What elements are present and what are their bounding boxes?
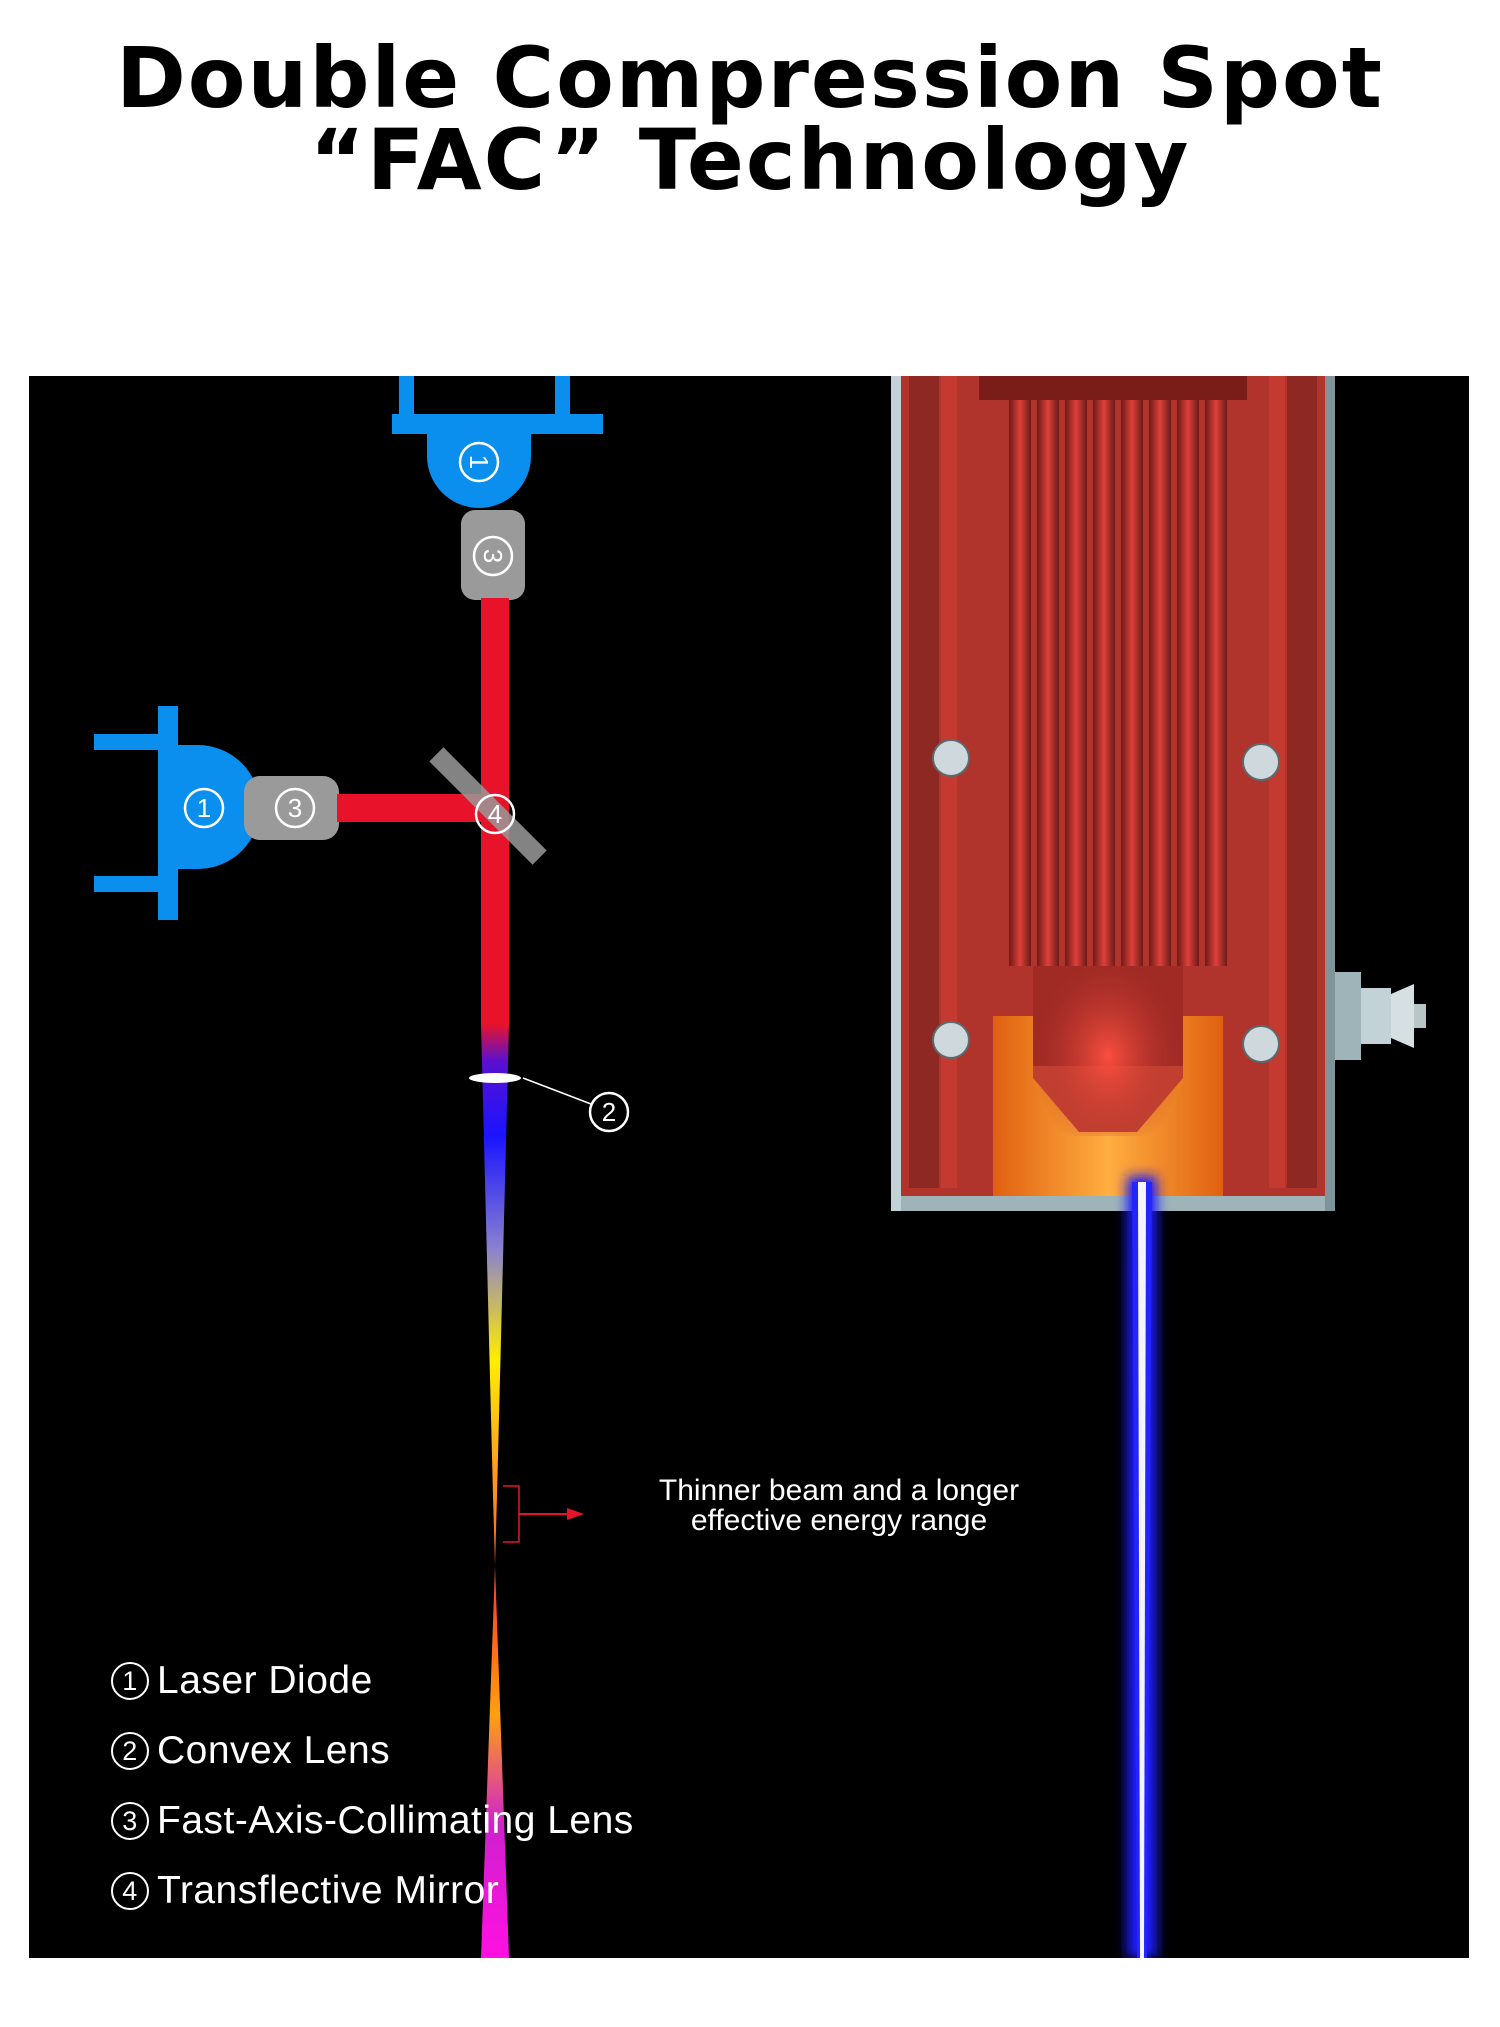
label-circle-3-left: 3	[274, 787, 316, 829]
label-circle-4: 4	[474, 793, 516, 835]
svg-text:4: 4	[488, 799, 502, 829]
transflective-mirror	[429, 747, 547, 865]
legend-number: 4	[111, 1872, 149, 1910]
page-title-line2: “FAC” Technology	[309, 111, 1191, 209]
label-circle-1-top: 1	[458, 441, 500, 483]
legend-number: 1	[111, 1662, 149, 1700]
legend-item-convex-lens: 2 Convex Lens	[111, 1716, 634, 1786]
svg-text:3: 3	[478, 549, 508, 563]
convex-lens	[469, 1073, 521, 1083]
blue-laser-beam	[1127, 1176, 1157, 1958]
diagram-panel: 1 3 1 3 4 2	[29, 376, 1469, 1958]
legend-label: Convex Lens	[157, 1729, 391, 1772]
legend-item-fac-lens: 3 Fast-Axis-Collimating Lens	[111, 1786, 634, 1856]
legend-label: Transflective Mirror	[157, 1869, 500, 1912]
svg-text:1: 1	[464, 455, 494, 469]
top-laser-diode	[392, 376, 603, 508]
top-fac-lens	[461, 510, 525, 600]
callout-line2: effective energy range	[690, 1504, 988, 1537]
page-title-line1: Double Compression Spot	[116, 29, 1384, 127]
legend-label: Fast-Axis-Collimating Lens	[157, 1799, 634, 1842]
legend-number: 3	[111, 1802, 149, 1840]
callout-text: Thinner beam and a longer effective ener…	[589, 1476, 1089, 1536]
label-circle-3-top: 3	[472, 535, 514, 577]
callout-arrow-head	[567, 1508, 584, 1520]
left-laser-diode	[94, 706, 260, 920]
fac-diagram: 1 3 1 3 4 2	[94, 376, 1426, 1958]
legend-item-transflective-mirror: 4 Transflective Mirror	[111, 1856, 634, 1926]
convex-lens-leader	[522, 1077, 592, 1105]
label-circle-2: 2	[588, 1091, 630, 1133]
focus-bracket	[503, 1485, 520, 1543]
svg-text:1: 1	[197, 793, 211, 823]
left-fac-lens	[244, 776, 339, 840]
legend-item-laser-diode: 1 Laser Diode	[111, 1646, 634, 1716]
label-circle-1-left: 1	[183, 787, 225, 829]
legend: 1 Laser Diode 2 Convex Lens 3 Fast-Axis-…	[111, 1646, 634, 1926]
focused-beam	[481, 1024, 509, 1958]
legend-number: 2	[111, 1732, 149, 1770]
legend-label: Laser Diode	[157, 1659, 373, 1702]
svg-text:2: 2	[602, 1097, 616, 1127]
callout-line1: Thinner beam and a longer	[658, 1474, 1020, 1507]
svg-text:3: 3	[288, 793, 302, 823]
laser-module	[891, 376, 1426, 1211]
